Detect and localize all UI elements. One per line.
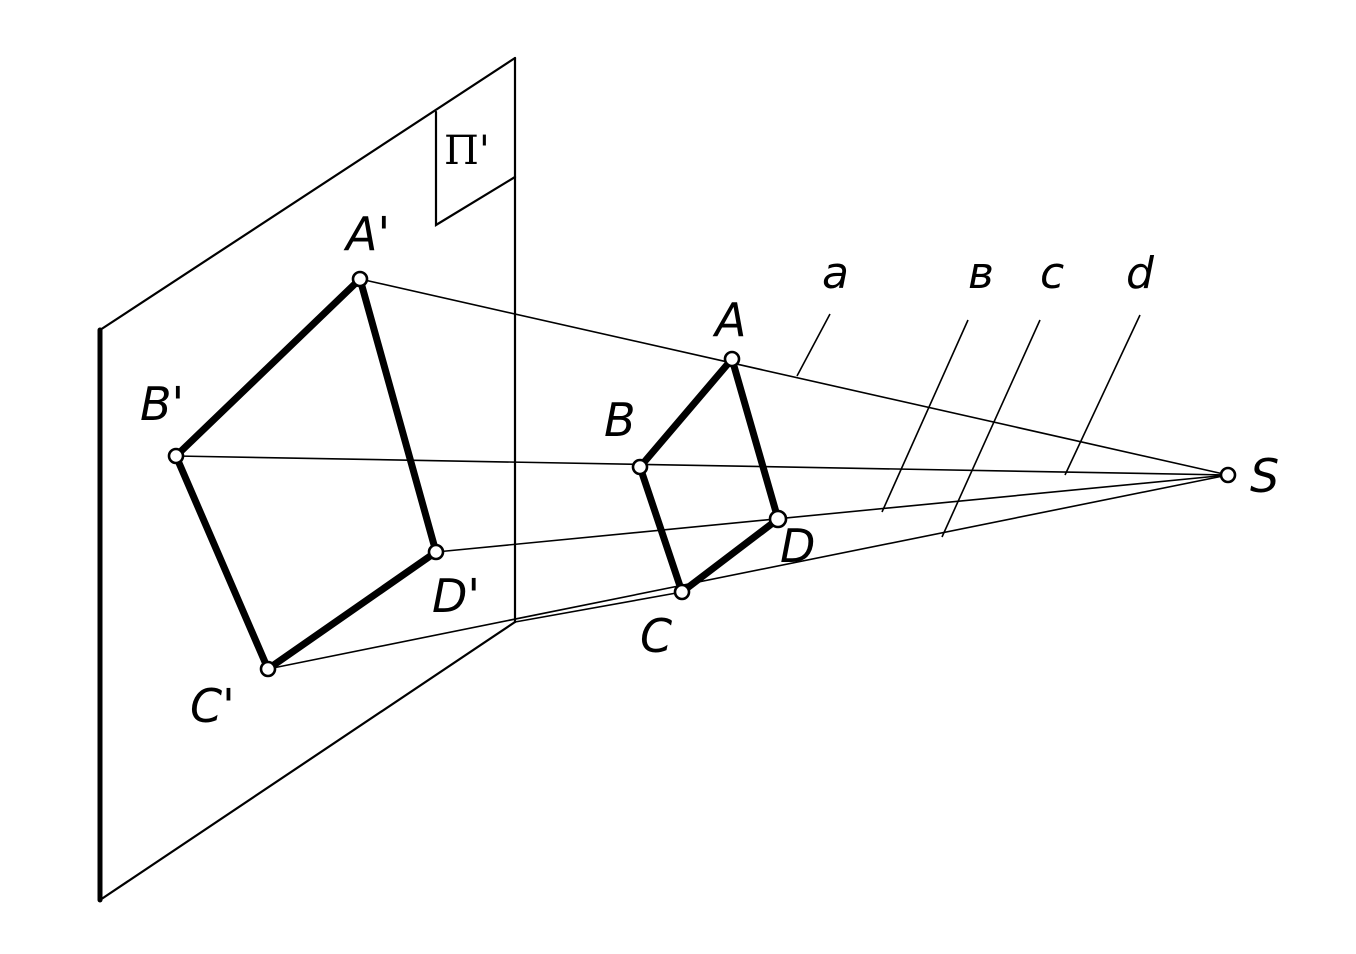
edge-c-d xyxy=(678,515,782,596)
point-d xyxy=(768,509,788,529)
leader-c xyxy=(941,319,1041,538)
ray-d xyxy=(435,474,1229,553)
label-b-prime: B' xyxy=(140,377,184,431)
plane-ground-line xyxy=(514,591,683,623)
projection-rays xyxy=(175,278,1229,670)
projected-quadrilateral xyxy=(172,275,440,673)
leader-d xyxy=(1064,314,1141,476)
point-a-prime xyxy=(351,270,369,288)
ray-a xyxy=(359,278,1229,476)
plane-top-edge xyxy=(98,56,517,332)
edge-a-d xyxy=(728,355,782,523)
label-ray-d: d xyxy=(1126,248,1155,299)
plane-label: П' xyxy=(444,128,490,174)
leader-b xyxy=(881,319,969,513)
ray-b xyxy=(175,455,1229,476)
label-ray-b: в xyxy=(968,248,994,299)
edge-a-prime-d-prime xyxy=(356,275,440,556)
point-c-prime xyxy=(259,660,277,678)
plane-label-box xyxy=(434,110,517,227)
edge-a-prime-b-prime xyxy=(172,275,364,460)
label-a-prime: A' xyxy=(343,207,390,261)
plane-bottom-edge xyxy=(98,620,517,902)
ray-c xyxy=(267,474,1229,670)
projection-plane xyxy=(97,56,683,903)
edge-c-prime-d-prime xyxy=(264,548,440,673)
point-a xyxy=(723,350,741,368)
edge-a-b xyxy=(636,355,736,471)
label-d-prime: D' xyxy=(432,569,480,623)
point-s xyxy=(1219,466,1237,484)
point-d-prime xyxy=(427,543,445,561)
label-c: C xyxy=(640,609,672,663)
label-ray-a: a xyxy=(822,248,849,299)
label-ray-c: c xyxy=(1040,248,1064,299)
leader-a xyxy=(796,313,831,377)
label-s: S xyxy=(1250,449,1279,503)
points xyxy=(167,270,1237,678)
point-c xyxy=(673,583,691,601)
label-d: D xyxy=(780,519,815,573)
labels: П' A' B' C' D' A B C D S a в c d xyxy=(140,128,1279,733)
original-quadrilateral xyxy=(636,355,782,596)
edge-b-prime-c-prime xyxy=(172,452,272,673)
edge-b-c xyxy=(636,463,686,596)
label-b: B xyxy=(604,393,636,447)
point-b xyxy=(631,458,649,476)
label-a: A xyxy=(712,293,746,347)
ray-label-leaders xyxy=(796,313,1141,538)
label-c-prime: C' xyxy=(190,679,235,733)
point-b-prime xyxy=(167,447,185,465)
